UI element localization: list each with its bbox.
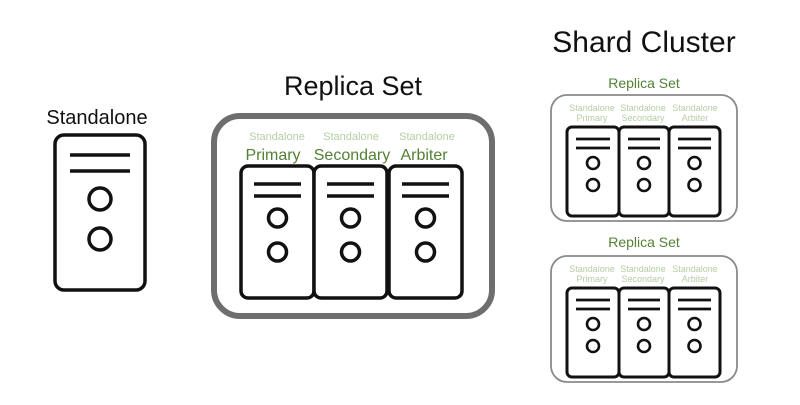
shard-secondary-server-icon: [617, 125, 671, 218]
shard-member-faint-role: Secondary: [621, 274, 665, 284]
shard-member-faint-role: Primary: [577, 113, 608, 123]
shard-member-faint-label: Standalone: [569, 264, 615, 274]
arbiter-label: Arbiter: [400, 147, 448, 164]
replica-member-faint-label: Standalone: [399, 131, 455, 143]
shard-replica-set-title: Replica Set: [608, 75, 680, 91]
shard-member-faint-label: Standalone: [620, 264, 666, 274]
shard-primary-server-icon: [565, 286, 621, 379]
replica-member-faint-label: Standalone: [323, 131, 379, 143]
shard-primary-server-icon: [565, 125, 621, 218]
shard-member-faint-label: Standalone: [620, 103, 666, 113]
shard-member-faint-role: Secondary: [621, 113, 665, 123]
shard-cluster-title: Shard Cluster: [552, 26, 735, 59]
standalone-server-icon: [53, 133, 147, 292]
primary-label: Primary: [245, 147, 300, 164]
replica-member-faint-label: Standalone: [249, 131, 305, 143]
shard-member-faint-role: Primary: [577, 274, 608, 284]
shard-member-faint-role: Arbiter: [682, 113, 709, 123]
shard-secondary-server-icon: [617, 286, 671, 379]
shard-member-faint-label: Standalone: [672, 103, 718, 113]
shard-member-faint-role: Arbiter: [682, 274, 709, 284]
secondary-label: Secondary: [314, 147, 391, 164]
standalone-title: Standalone: [46, 107, 147, 129]
shard-arbiter-server-icon: [667, 286, 722, 379]
secondary-server-icon: [312, 164, 389, 300]
primary-server-icon: [239, 164, 316, 300]
shard-member-faint-label: Standalone: [569, 103, 615, 113]
shard-arbiter-server-icon: [667, 125, 722, 218]
shard-member-faint-label: Standalone: [672, 264, 718, 274]
replica-set-title: Replica Set: [284, 71, 423, 101]
shard-replica-set-title: Replica Set: [608, 234, 680, 250]
arbiter-server-icon: [387, 164, 464, 300]
